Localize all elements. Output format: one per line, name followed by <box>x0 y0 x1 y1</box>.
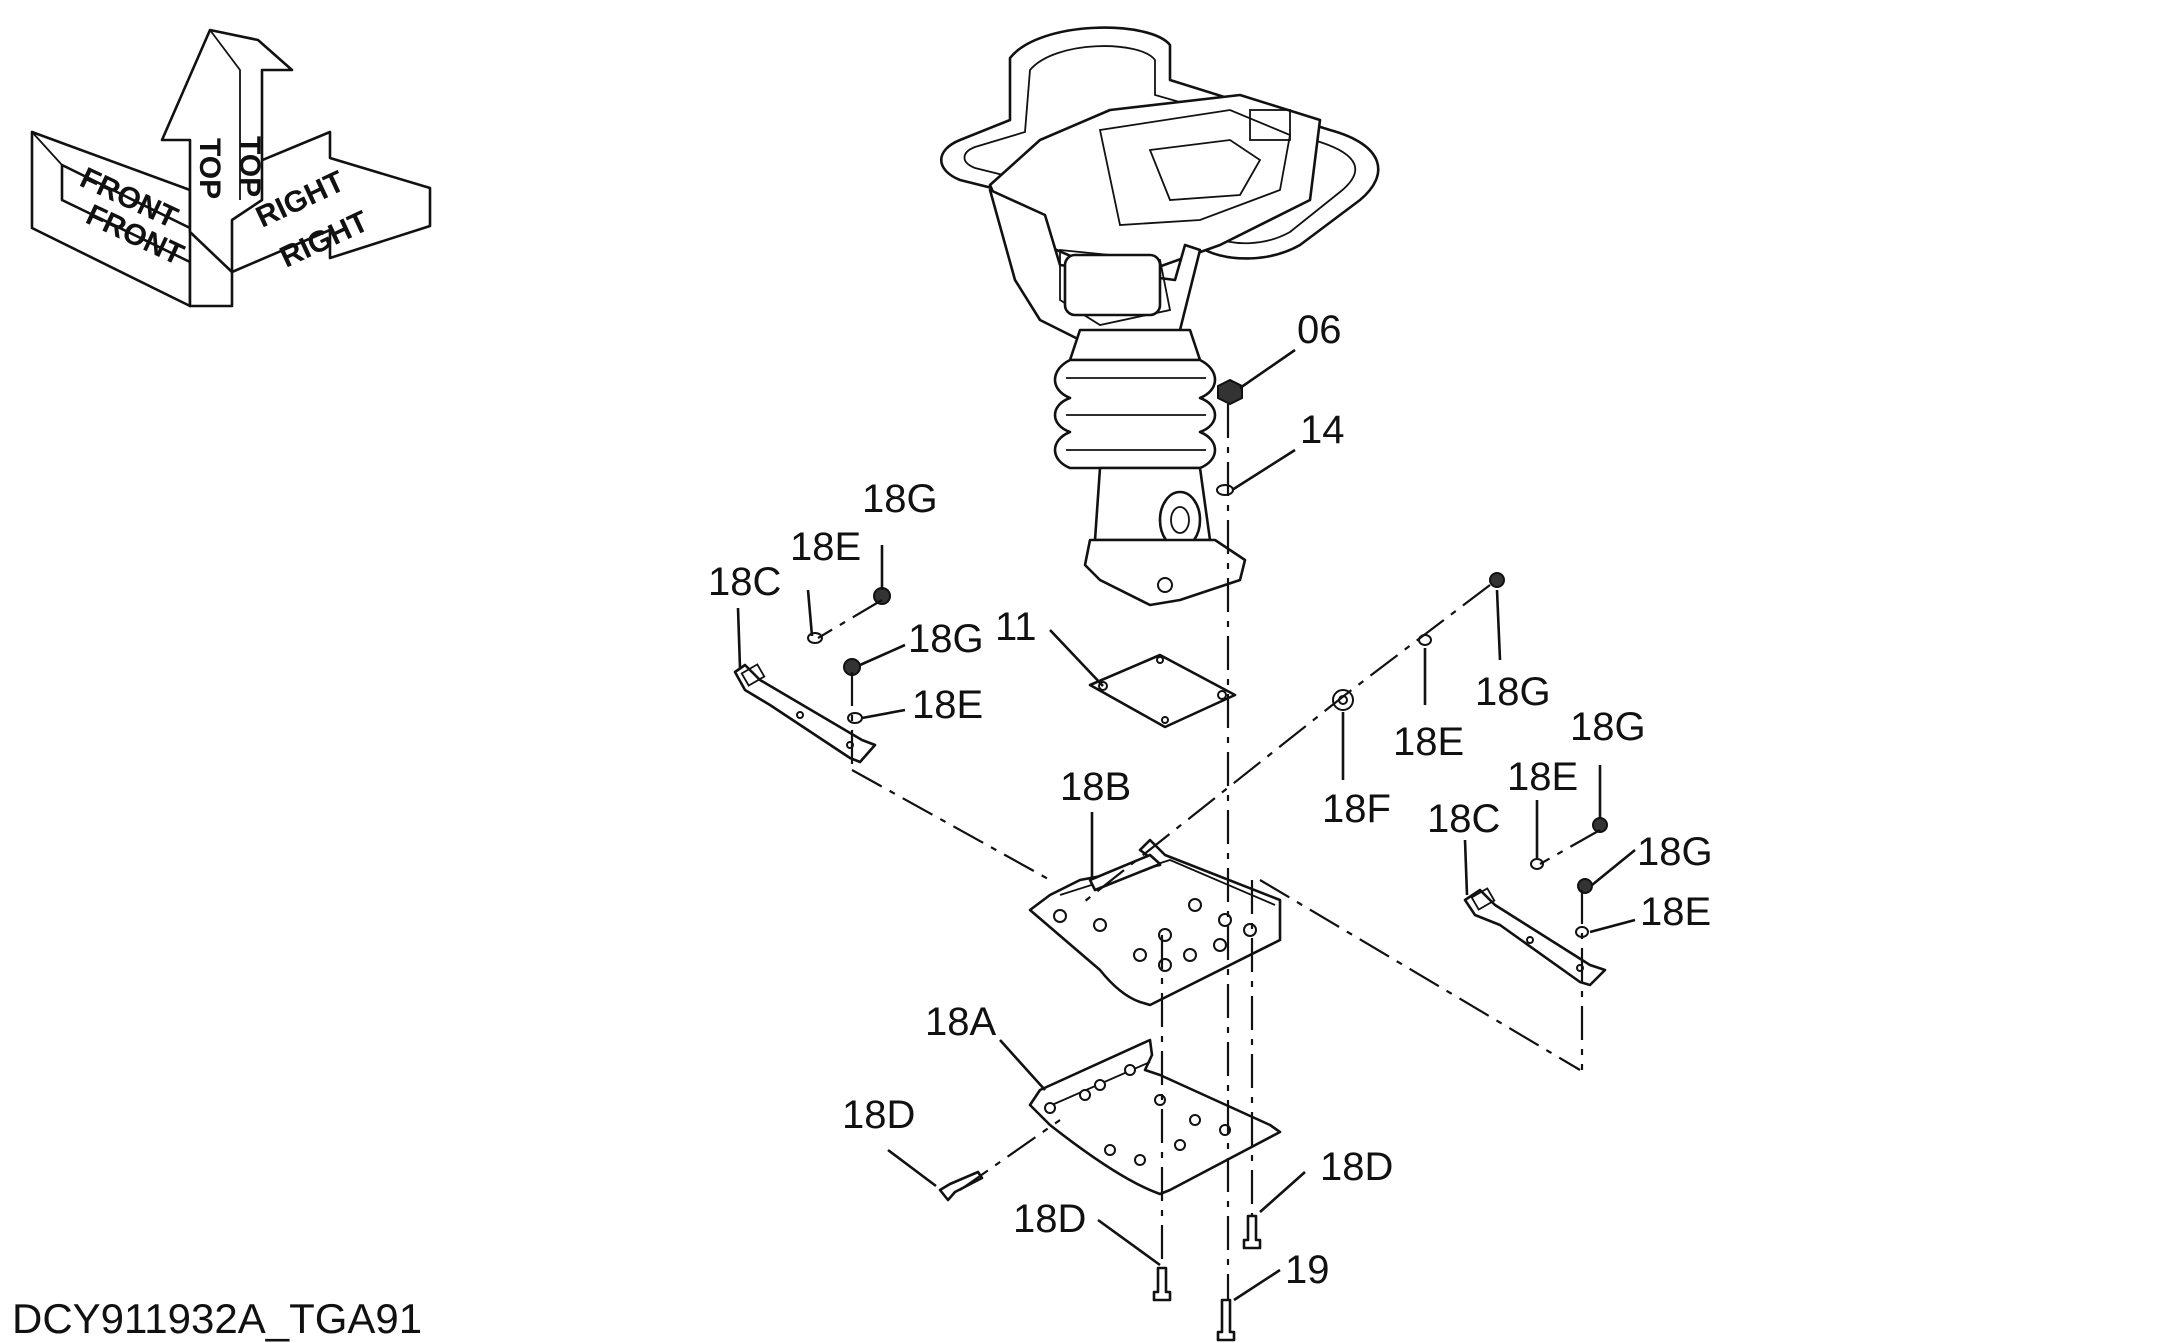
drawing-number: DCY911932A_TGA91 <box>12 1295 422 1342</box>
callout-18G: 18G <box>1475 670 1551 714</box>
callout-18D: 18D <box>1013 1197 1086 1241</box>
callout-18G: 18G <box>862 477 938 521</box>
callout-18G: 18G <box>1570 705 1646 749</box>
callout-19: 19 <box>1285 1248 1330 1292</box>
callout-labels: 06 14 11 18G 18E 18C 18G 18E 18B 18A 18D… <box>708 308 1713 1292</box>
callout-18E: 18E <box>1507 755 1578 799</box>
assembly-centerlines <box>817 404 1601 1300</box>
part-18A-skid-plate <box>1028 1038 1282 1196</box>
callout-18C: 18C <box>1427 797 1500 841</box>
callout-18E: 18E <box>912 683 983 727</box>
callout-18G: 18G <box>1637 830 1713 874</box>
callout-18E: 18E <box>1393 720 1464 764</box>
svg-text:TOP: TOP <box>193 138 226 199</box>
callout-06: 06 <box>1297 308 1342 352</box>
callout-14: 14 <box>1300 408 1345 452</box>
part-18C-right-rail <box>1463 887 1607 987</box>
callout-18F: 18F <box>1322 787 1391 831</box>
fasteners <box>807 378 1608 1342</box>
callout-18C: 18C <box>708 560 781 604</box>
orientation-top-label: TOP TOP <box>193 136 266 199</box>
rammer-machine-illustration <box>940 26 1380 607</box>
leader-lines <box>736 348 1636 1302</box>
callout-18G: 18G <box>908 617 984 661</box>
part-18B-bracket <box>1028 838 1282 1007</box>
callout-18E: 18E <box>790 525 861 569</box>
callout-18E: 18E <box>1640 890 1711 934</box>
part-11-plate <box>1088 653 1237 729</box>
callout-11: 11 <box>995 605 1037 649</box>
callout-18B: 18B <box>1060 765 1131 809</box>
callout-18D: 18D <box>842 1093 915 1137</box>
callout-18D: 18D <box>1320 1145 1393 1189</box>
bellows <box>1053 358 1217 470</box>
svg-text:TOP: TOP <box>233 136 266 197</box>
callout-18A: 18A <box>925 1000 996 1044</box>
orientation-arrows-icon: FRONT FRONT TOP TOP RIGHT RIGHT <box>30 28 432 308</box>
